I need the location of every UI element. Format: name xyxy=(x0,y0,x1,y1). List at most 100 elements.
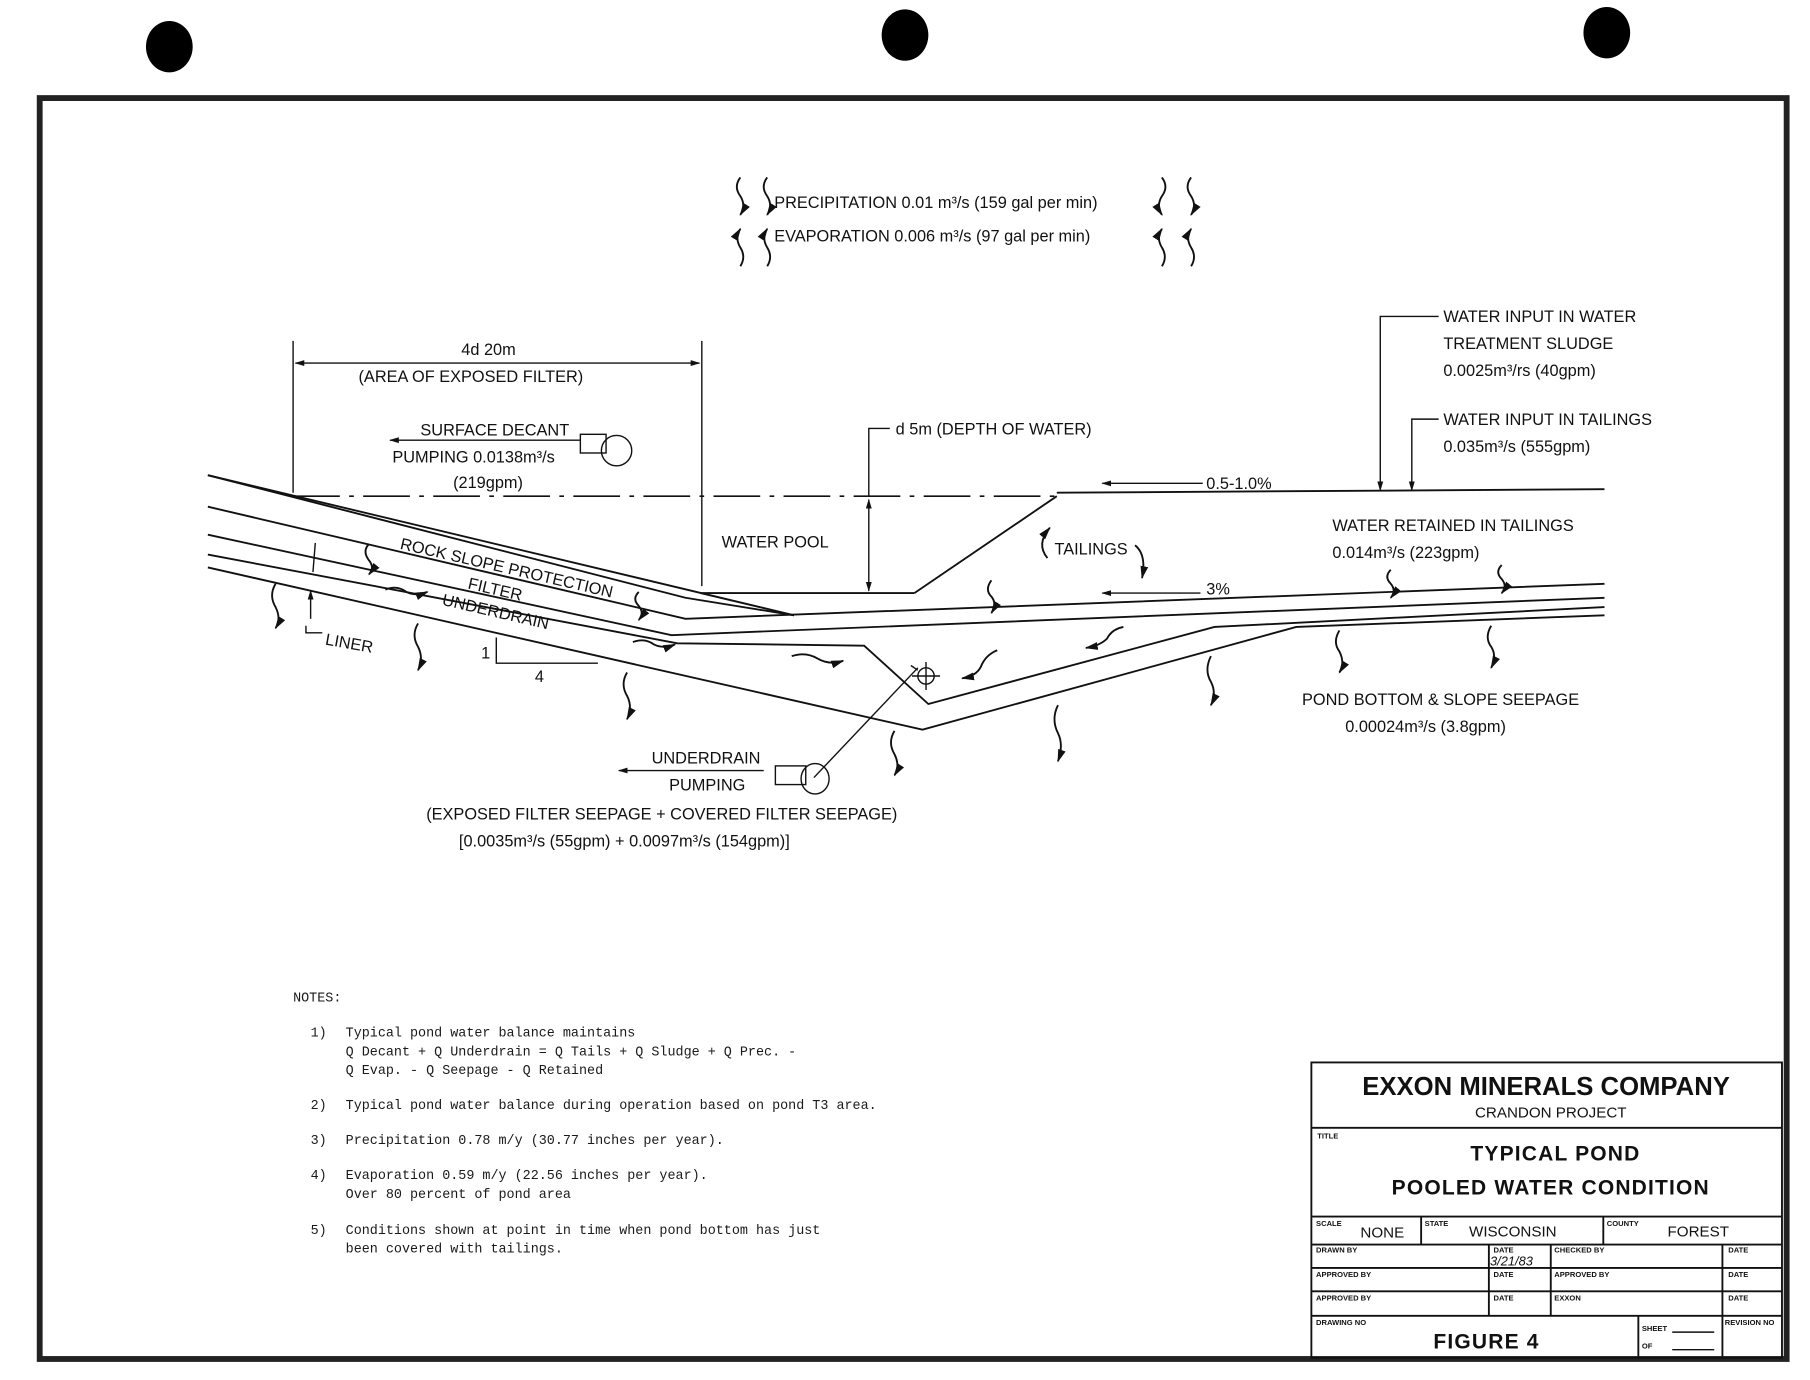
seepage-arrow-icon xyxy=(890,730,905,777)
date-caption: DATE xyxy=(1494,1294,1514,1303)
pump-icon xyxy=(600,434,633,467)
note-number: 3) xyxy=(311,1134,327,1149)
slope-top-label: 0.5-1.0% xyxy=(1206,475,1271,493)
sludge-line2: TREATMENT SLUDGE xyxy=(1443,335,1613,353)
note-number: 5) xyxy=(311,1224,327,1239)
precipitation-label: PRECIPITATION 0.01 m³/s (159 gal per min… xyxy=(774,194,1097,212)
note-line: Q Evap. - Q Seepage - Q Retained xyxy=(346,1064,603,1079)
note-number: 2) xyxy=(311,1099,327,1114)
retained-line1: WATER RETAINED IN TAILINGS xyxy=(1332,517,1573,535)
seepage-arrow-icon xyxy=(1053,704,1066,763)
drawing-border xyxy=(36,95,1790,1362)
precip-evap-block: PRECIPITATION 0.01 m³/s (159 gal per min… xyxy=(730,176,1201,267)
depth-label: d 5m (DEPTH OF WATER) xyxy=(896,420,1092,438)
squiggle-arrow-icon xyxy=(762,176,777,216)
note-line: been covered with tailings. xyxy=(346,1243,563,1258)
punch-hole-right xyxy=(1583,7,1631,59)
evaporation-label: EVAPORATION 0.006 m³/s (97 gal per min) xyxy=(774,228,1090,246)
seepage-arrow-icon xyxy=(364,543,380,576)
tailings-label: TAILINGS xyxy=(1054,541,1127,559)
filter-width-dimension: 4d 20m (AREA OF EXPOSED FILTER) xyxy=(292,340,703,587)
flow-arrow-icon xyxy=(1084,626,1124,650)
sludge-input: WATER INPUT IN WATER TREATMENT SLUDGE 0.… xyxy=(1377,308,1636,492)
seepage-line2: 0.00024m³/s (3.8gpm) xyxy=(1345,718,1506,736)
sludge-line3: 0.0025m³/rs (40gpm) xyxy=(1443,362,1595,380)
seepage-arrow-icon xyxy=(1497,564,1513,595)
seepage-arrow-icon xyxy=(1486,625,1500,669)
date-caption: DATE xyxy=(1728,1294,1748,1303)
surface-decant-pump: SURFACE DECANT PUMPING 0.0138m³/s (219gp… xyxy=(389,421,633,492)
retained-line2: 0.014m³/s (223gpm) xyxy=(1332,544,1479,562)
state-value: WISCONSIN xyxy=(1469,1223,1557,1240)
checked-by-caption: CHECKED BY xyxy=(1554,1246,1604,1255)
note-line: Precipitation 0.78 m/y (30.77 inches per… xyxy=(346,1134,724,1149)
arrow-up-icon xyxy=(757,227,772,267)
seepage-arrow-icon xyxy=(986,579,1001,615)
surface-decant-line3: (219gpm) xyxy=(453,474,523,492)
punch-hole-center xyxy=(881,9,929,61)
slope-rise: 1 xyxy=(481,644,490,662)
county-value: FOREST xyxy=(1668,1223,1729,1240)
underdrain-pump-line2: PUMPING xyxy=(669,776,745,794)
date-caption: DATE xyxy=(1494,1246,1514,1255)
note-number: 1) xyxy=(311,1027,327,1042)
note-line: Q Decant + Q Underdrain = Q Tails + Q Sl… xyxy=(346,1045,797,1060)
of-caption: OF xyxy=(1642,1341,1653,1350)
flow-arrow-icon xyxy=(791,653,845,669)
seepage-arrow-icon xyxy=(413,622,427,672)
drawing-no-value: FIGURE 4 xyxy=(1433,1330,1539,1353)
date-caption: DATE xyxy=(1728,1270,1748,1279)
scale-caption: SCALE xyxy=(1316,1219,1342,1228)
note-line: Conditions shown at point in time when p… xyxy=(346,1224,821,1239)
scale-value: NONE xyxy=(1360,1225,1404,1242)
drawing-no-caption: DRAWING NO xyxy=(1316,1318,1366,1327)
drawn-date: 3/21/83 xyxy=(1490,1254,1534,1269)
date-caption: DATE xyxy=(1494,1270,1514,1279)
seepage-arrow-icon xyxy=(634,591,650,621)
note-line: Typical pond water balance during operat… xyxy=(346,1099,877,1114)
drawing-title-line2: POOLED WATER CONDITION xyxy=(1392,1176,1710,1199)
liner-callout: LINER xyxy=(305,542,375,657)
surface-decant-line2: PUMPING 0.0138m³/s xyxy=(392,448,554,466)
pump-icon xyxy=(800,762,830,795)
revision-caption: REVISION NO xyxy=(1725,1318,1775,1327)
approved-by-caption: APPROVED BY xyxy=(1316,1270,1371,1279)
flow-arrow-icon xyxy=(960,649,998,681)
flow-arrow-icon xyxy=(632,639,677,653)
seepage-line1: POND BOTTOM & SLOPE SEEPAGE xyxy=(1302,691,1579,709)
approved-by-caption: APPROVED BY xyxy=(1316,1294,1371,1303)
date-caption: DATE xyxy=(1728,1246,1748,1255)
squiggle-arrow-icon xyxy=(1186,176,1201,216)
filter-width-value: 4d 20m xyxy=(461,341,515,359)
company-name: EXXON MINERALS COMPANY xyxy=(1362,1073,1730,1101)
note-line: Typical pond water balance maintains xyxy=(346,1027,636,1042)
filter-seepage-line1: (EXPOSED FILTER SEEPAGE + COVERED FILTER… xyxy=(426,806,897,824)
exxon-caption: EXXON xyxy=(1554,1294,1581,1303)
project-name: CRANDON PROJECT xyxy=(1475,1104,1627,1121)
state-caption: STATE xyxy=(1425,1219,1449,1228)
water-pool-label: WATER POOL xyxy=(722,534,829,552)
tailings-input-line2: 0.035m³/s (555gpm) xyxy=(1443,438,1590,456)
arrow-up-icon xyxy=(730,227,745,267)
approved-by-caption: APPROVED BY xyxy=(1554,1270,1609,1279)
seepage-arrow-icon xyxy=(271,583,286,630)
tailings-input: WATER INPUT IN TAILINGS 0.035m³/s (555gp… xyxy=(1408,411,1652,492)
seepage-arrow-icon xyxy=(1334,629,1349,674)
arrow-up-icon xyxy=(1152,227,1166,267)
notes-section: NOTES: 1) Typical pond water balance mai… xyxy=(293,992,877,1258)
title-block: EXXON MINERALS COMPANY CRANDON PROJECT T… xyxy=(1310,1061,1783,1359)
sludge-line1: WATER INPUT IN WATER xyxy=(1443,308,1636,326)
notes-heading: NOTES: xyxy=(293,992,341,1007)
tailings-surface-line xyxy=(1056,488,1605,494)
note-line: Over 80 percent of pond area xyxy=(346,1188,571,1203)
title-caption: TITLE xyxy=(1317,1131,1338,1140)
drawing-title-line1: TYPICAL POND xyxy=(1470,1143,1640,1166)
slope-run: 4 xyxy=(535,668,544,686)
slope-ratio-indicator: 1 4 xyxy=(481,637,598,686)
seepage-arrow-icon xyxy=(1386,569,1402,599)
underdrain-pump-line1: UNDERDRAIN xyxy=(652,750,761,768)
filter-width-caption: (AREA OF EXPOSED FILTER) xyxy=(358,368,583,386)
note-line: Evaporation 0.59 m/y (22.56 inches per y… xyxy=(346,1169,708,1184)
sheet-caption: SHEET xyxy=(1642,1324,1668,1333)
